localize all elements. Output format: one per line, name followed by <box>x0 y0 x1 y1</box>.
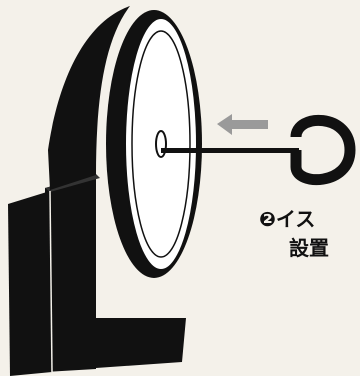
front-base-block <box>8 191 186 376</box>
wheel-hub <box>155 130 167 158</box>
push-arrow-icon <box>217 114 268 135</box>
step-caption-line1: ❷イス <box>259 207 316 231</box>
pin-hook-icon <box>290 114 356 186</box>
panel-edge-line <box>49 190 53 373</box>
step-caption-line2: 設置 <box>289 236 329 260</box>
rear-base-block <box>45 174 100 372</box>
wheel-housing <box>48 6 130 190</box>
pin-rod <box>161 148 299 153</box>
